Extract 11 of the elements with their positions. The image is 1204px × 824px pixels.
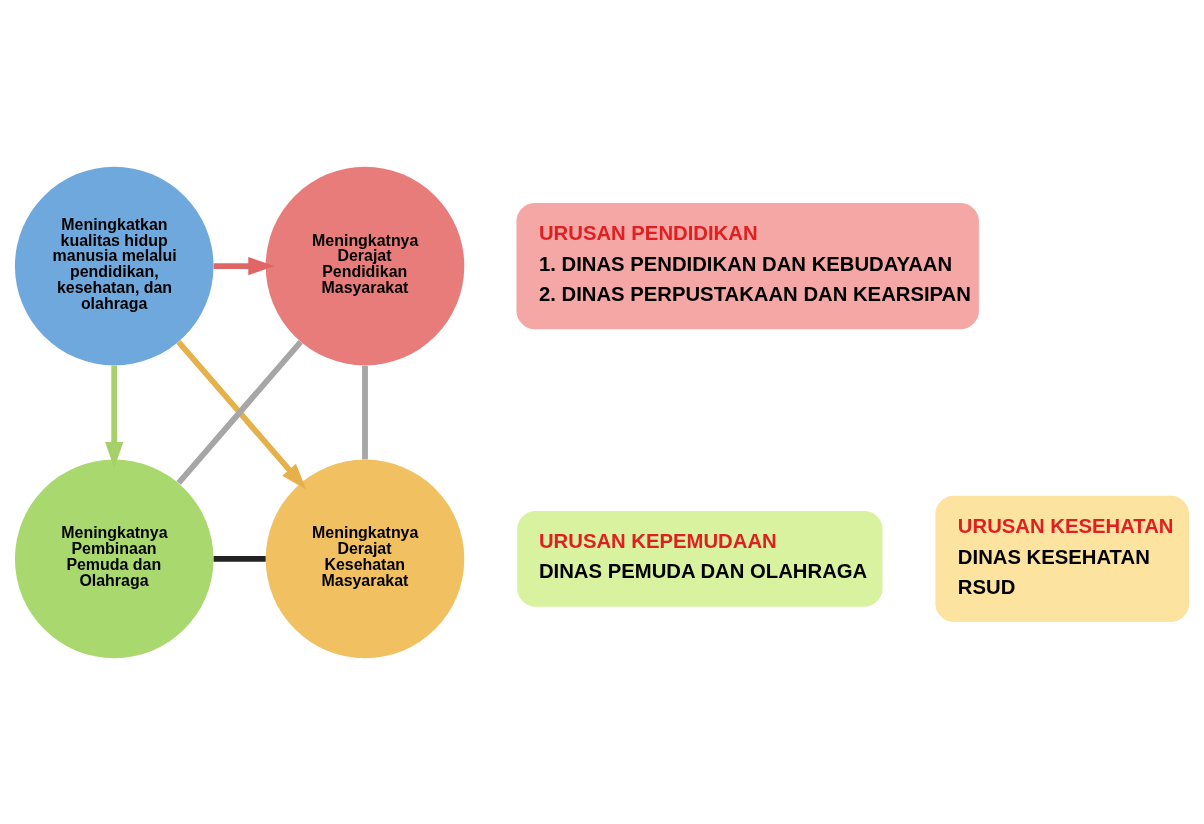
- node-circle: Meningkatnya Derajat Pendidikan Masyarakat: [265, 166, 465, 365]
- arrow: [105, 365, 124, 468]
- connector: [213, 555, 266, 562]
- node-circle: Meningkatnya Derajat Kesehatan Masyarakat: [265, 459, 465, 658]
- node-box: URUSAN PENDIDIKAN 1. DINAS PENDIDIKAN DAN KEBUDAYAAN 2. DINAS PERPUSTAKAAN DAN KEARSIPAN: [516, 202, 979, 329]
- arrow: [213, 256, 275, 275]
- node-box: URUSAN KESEHATAN DINAS KESEHATAN RSUD: [935, 495, 1190, 622]
- node-circle: Meningkatnya Pembinaan Pemuda dan Olahraga: [14, 459, 214, 658]
- node-box: URUSAN KEPEMUDAAN DINAS PEMUDA DAN OLAHRAGA: [517, 510, 883, 607]
- node-circle: Meningkatkan kualitas hidup manusia melalui pendidikan, kesehatan, dan olahraga: [14, 166, 214, 365]
- connector: [362, 365, 368, 459]
